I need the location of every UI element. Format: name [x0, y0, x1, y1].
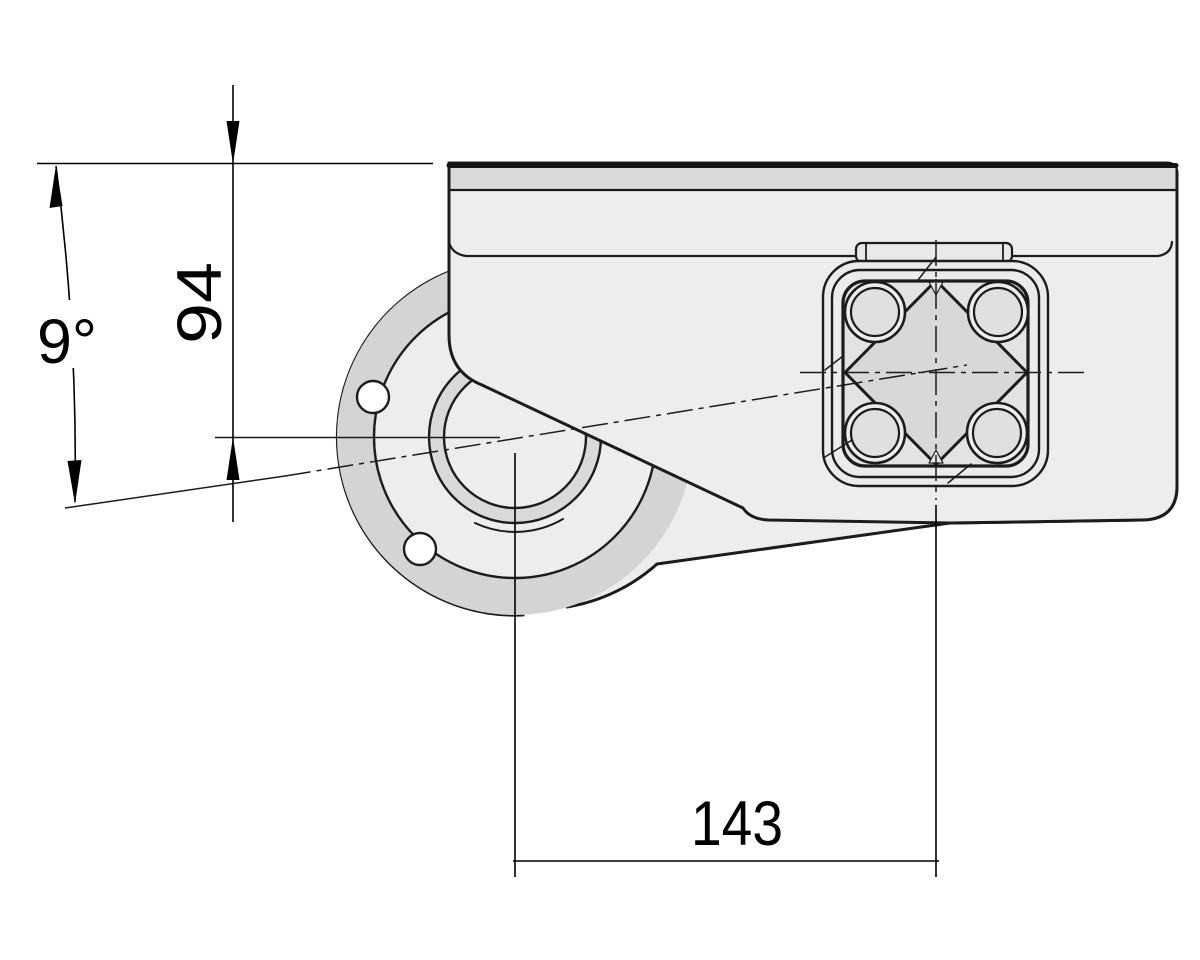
arrowhead-down [226, 121, 240, 164]
bolt-hole-upper [355, 379, 391, 415]
arrowhead-up [226, 437, 240, 480]
centerlines [64, 240, 1090, 509]
lid-band [450, 165, 1176, 190]
dim-horizontal-label: 143 [691, 789, 783, 859]
lid-parting-line-left [447, 240, 858, 258]
bolt-hole-lower [402, 531, 438, 567]
tilted-axis-centerline-solid [64, 475, 286, 509]
dimension-94 [37, 85, 433, 522]
bore-counterbore-arc [474, 518, 564, 533]
tilted-axis-centerline [284, 364, 968, 477]
housing-bottom-far-edge [656, 522, 951, 565]
corner-bolt-bosses [843, 280, 1030, 465]
arrowhead-arc-top [49, 165, 63, 208]
arrowhead-arc-bottom [67, 460, 82, 504]
chamfer-tick-marks [824, 256, 972, 484]
gearbox-part [335, 161, 1179, 617]
dim-vertical-label: 94 [165, 262, 235, 344]
lid-parting-line-right [1010, 240, 1174, 258]
dim-angle-label: 9° [37, 307, 97, 377]
angle-label-mask [40, 300, 100, 368]
dimension-143 [513, 453, 939, 877]
